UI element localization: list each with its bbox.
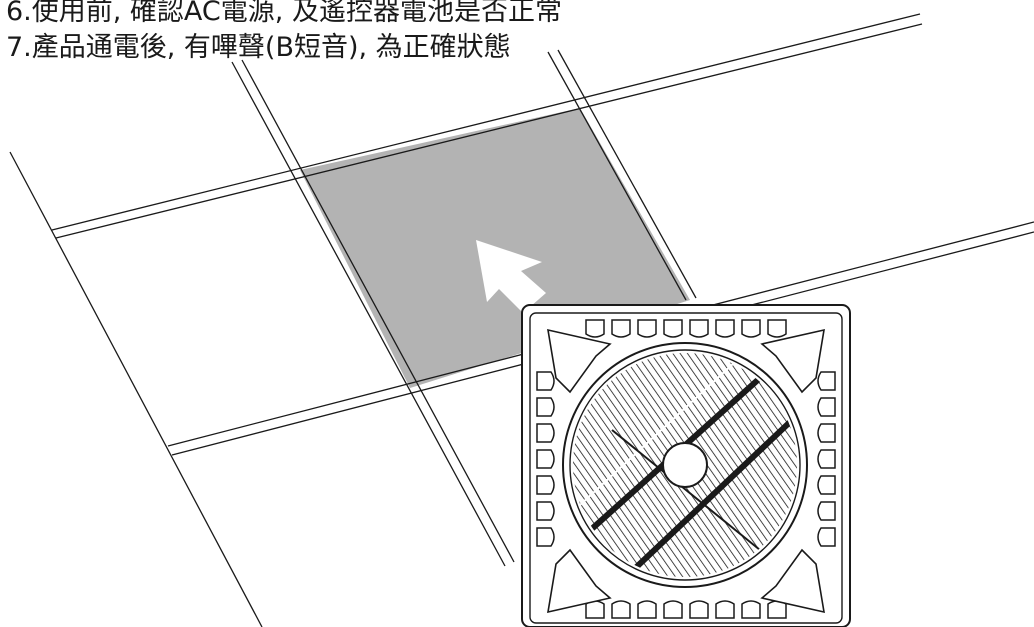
installation-notes: 6.使用前, 確認AC電源, 及遙控器電池是否正常 7.產品通電後, 有嗶聲(B… — [6, 0, 562, 66]
ceiling-fan-icon — [521, 304, 851, 627]
note-line-6: 6.使用前, 確認AC電源, 及遙控器電池是否正常 — [6, 0, 562, 27]
up-left-arrow-icon — [476, 240, 546, 313]
note-line-7: 7.產品通電後, 有嗶聲(B短音), 為正確狀態 — [6, 32, 511, 63]
